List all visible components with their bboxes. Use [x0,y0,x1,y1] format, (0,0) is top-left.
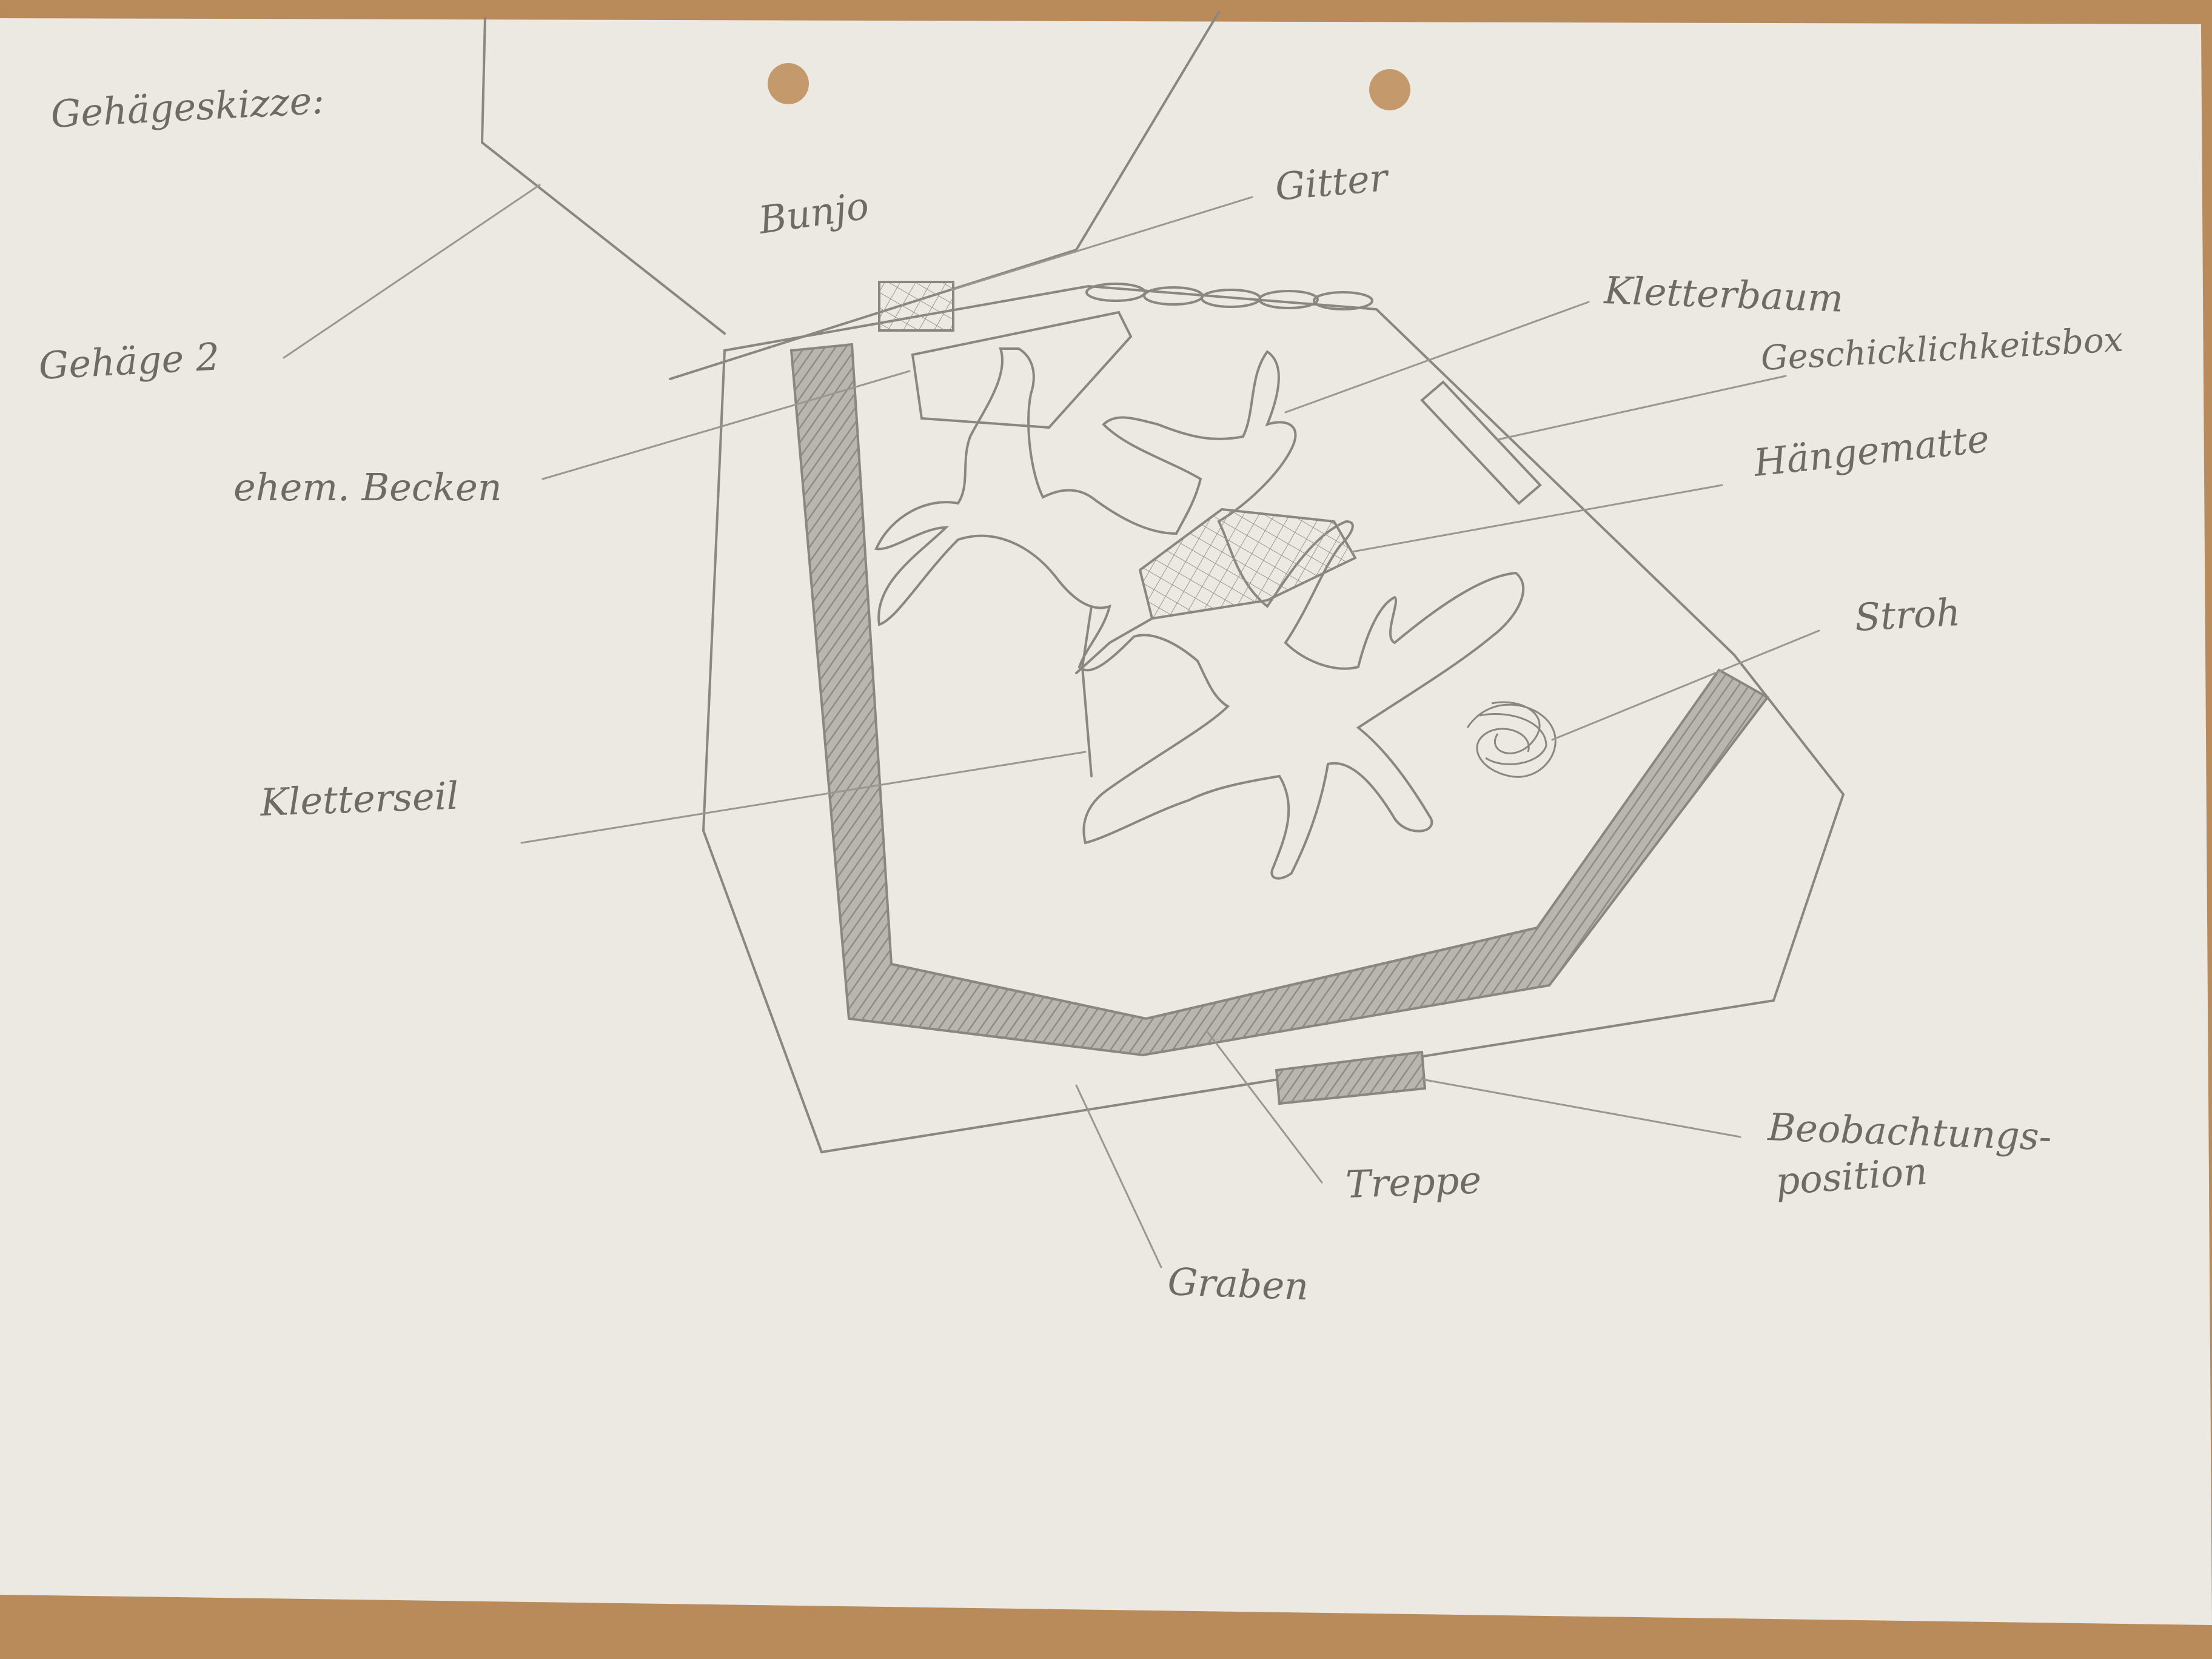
punch-hole [1369,69,1410,110]
label-graben: Graben [1167,1259,1309,1309]
punch-hole [768,63,809,104]
label-kletterbaum: Kletterbaum [1603,268,1844,321]
gate-grid [879,282,953,330]
label-treppe: Treppe [1345,1158,1482,1207]
label-stroh: Stroh [1854,590,1962,640]
label-kletterseil: Kletterseil [259,774,460,825]
label-gehaege-2: Gehäge 2 [38,334,221,388]
label-ehem-becken: ehem. Becken [233,465,502,509]
